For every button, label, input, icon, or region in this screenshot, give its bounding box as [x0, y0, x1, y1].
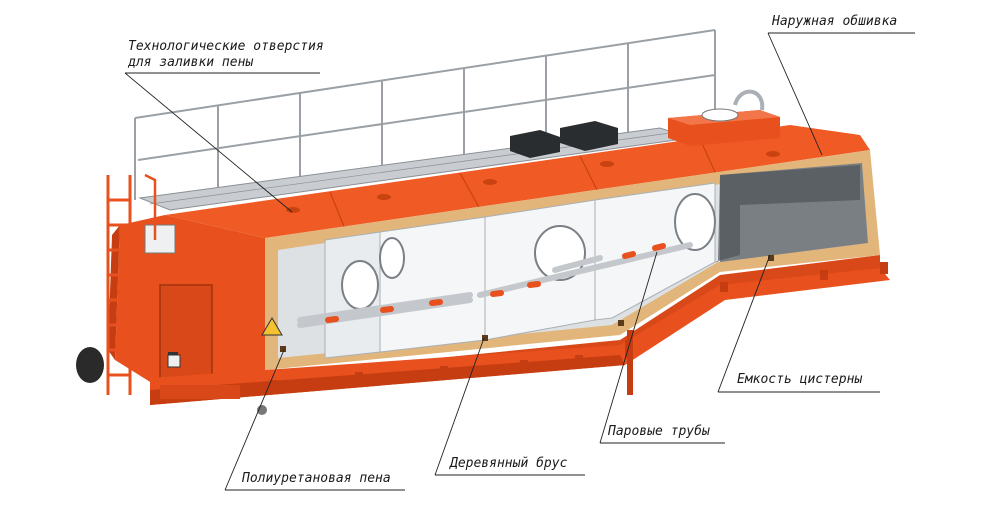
front-panel-box: [144, 224, 176, 254]
front-ladder: [106, 173, 157, 395]
cutaway-section: [167, 150, 880, 370]
label-steam-pipes: Паровые трубы: [599, 251, 725, 444]
label-tank-vessel-text: Емкость цистерны: [737, 372, 862, 387]
label-pu-foam-text: Полиуретановая пена: [241, 471, 391, 486]
label-steam-pipes-text: Паровые трубы: [607, 424, 710, 439]
label-foam-holes: Технологические отверстия для заливки пе…: [124, 39, 324, 213]
label-outer-skin: Наружная обшивка: [767, 14, 915, 156]
roof-railing: [134, 29, 716, 200]
roof-equipment: [510, 89, 780, 158]
label-foam-holes-line2: для заливки пены: [127, 55, 253, 70]
steam-pipes-graphic: [238, 242, 693, 355]
label-wooden-beam-text: Деревянный брус: [449, 456, 568, 471]
label-wooden-beam: Деревянный брус: [434, 337, 585, 476]
buffer: [76, 347, 104, 383]
label-outer-skin-text: Наружная обшивка: [771, 14, 897, 29]
label-pu-foam: Полиуретановая пена: [224, 349, 405, 491]
label-tank-vessel: Емкость цистерны: [717, 254, 880, 393]
label-foam-holes-line1: Технологические отверстия: [128, 39, 324, 54]
